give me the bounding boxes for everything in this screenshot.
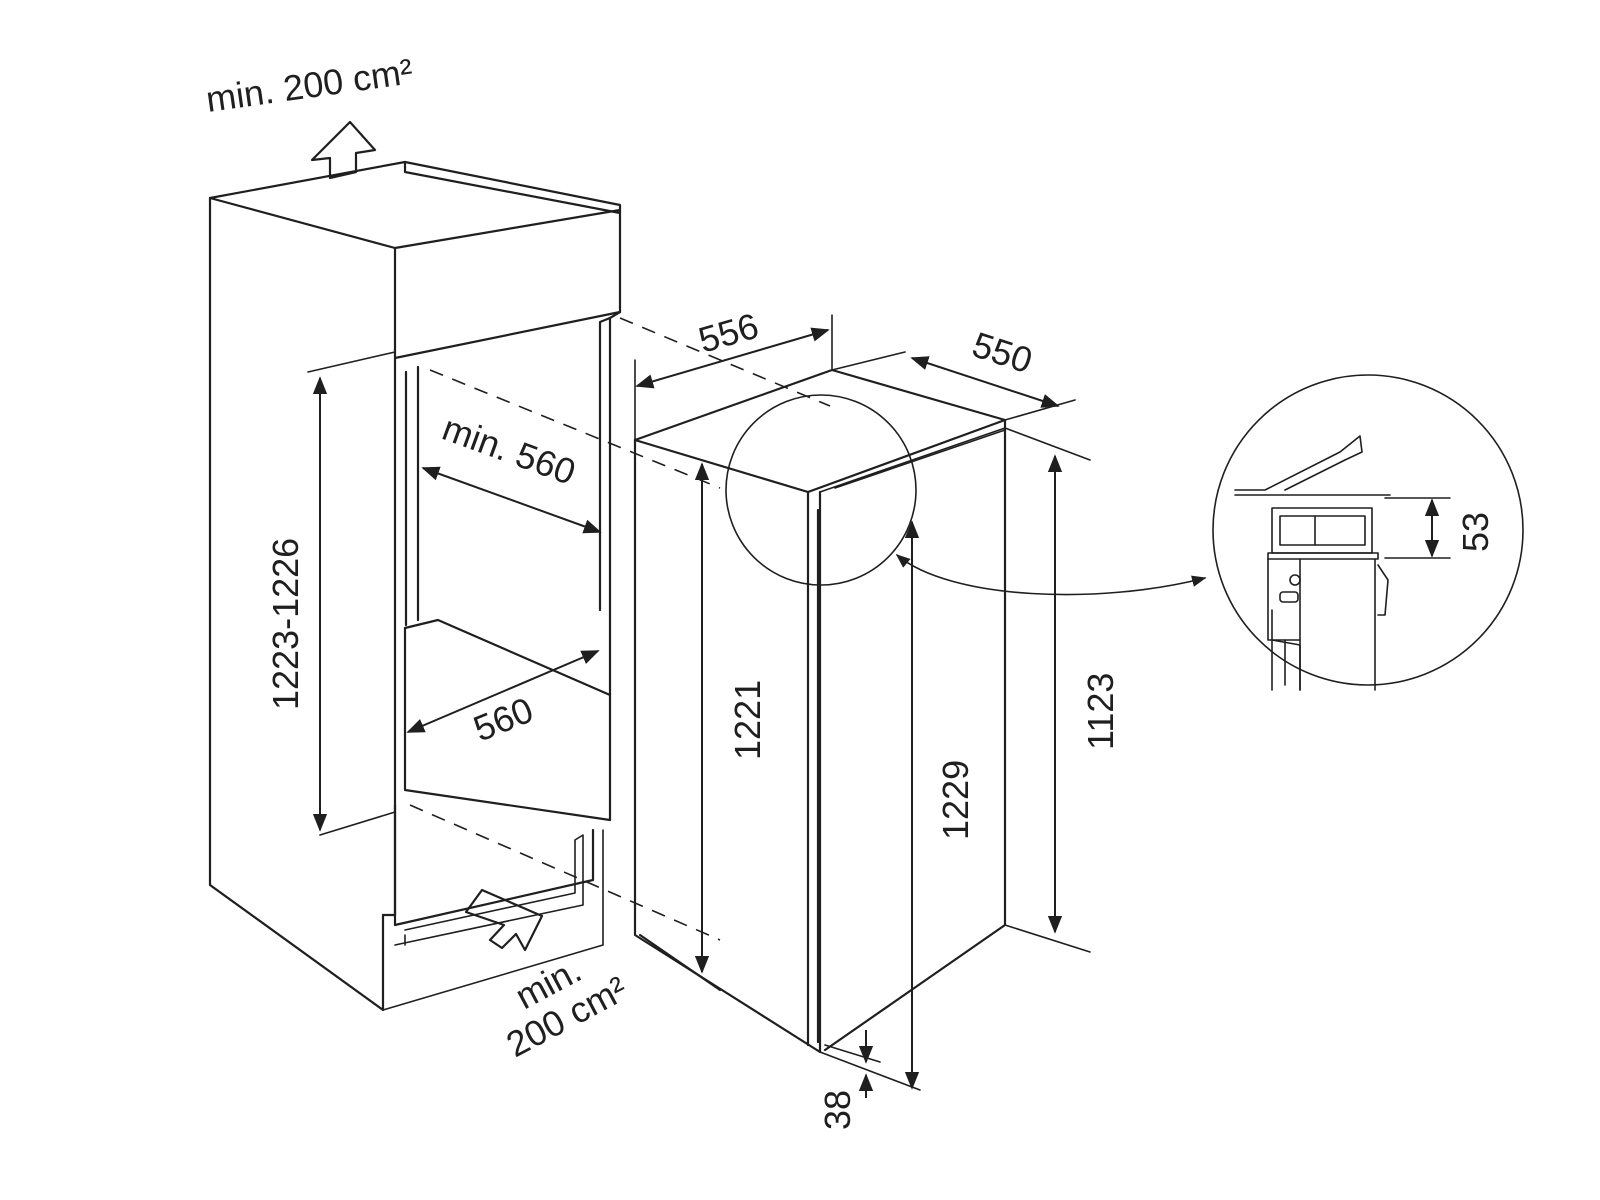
- dimension-appliance-depth: [634, 314, 833, 441]
- dimension-plinth: [824, 1030, 881, 1098]
- dimension-niche-height: [307, 351, 396, 836]
- niche-width-label: 560: [468, 689, 539, 750]
- cabinet: [208, 160, 622, 1012]
- plinth-offset-label: 38: [817, 1090, 858, 1130]
- detail-height-label: 53: [1455, 512, 1496, 552]
- appliance-width-label: 550: [968, 324, 1038, 382]
- dimension-hinge-height: [1004, 427, 1091, 953]
- niche-depth-label: min. 560: [437, 407, 581, 493]
- appliance-height-label: 1221: [727, 680, 768, 760]
- dimension-appliance-width: [831, 351, 1076, 421]
- vent-arrow-bottom: [464, 888, 544, 952]
- door-height-label: 1229: [935, 760, 976, 840]
- hinge-height-label: 1123: [1080, 673, 1121, 750]
- appliance: [633, 368, 1007, 1054]
- detail-callout: [725, 394, 1207, 596]
- dimension-niche-depth: [421, 466, 602, 534]
- dimension-door-height: [819, 520, 921, 1091]
- dimension-niche-width: [406, 650, 600, 733]
- vent-top-label: min. 200 cm²: [203, 50, 415, 120]
- vent-arrow-top: [310, 120, 377, 180]
- niche-height-label: 1223-1226: [265, 538, 306, 710]
- detail-view: [1212, 374, 1524, 691]
